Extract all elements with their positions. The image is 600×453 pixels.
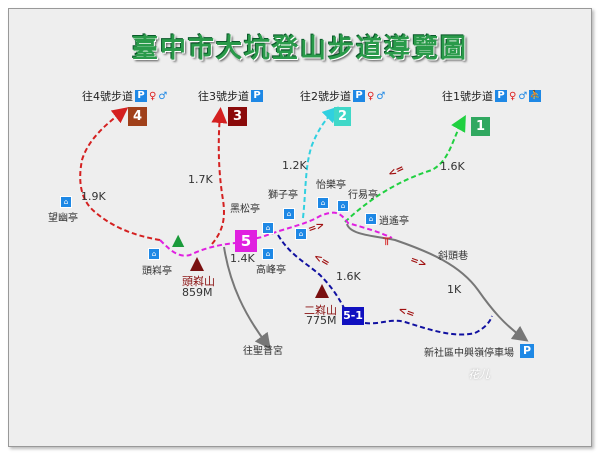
- distance-trail-4: 1.9K: [81, 190, 106, 203]
- distance-trail-2: 1.2K: [282, 159, 307, 172]
- place-parking: 新社區中興嶺停車場: [424, 348, 514, 359]
- peak-name: 二嵙山: [304, 304, 337, 317]
- distance-trail-5-1: 1.6K: [336, 270, 361, 283]
- pavilion-gaofeng: 高峰亭: [256, 265, 286, 276]
- parking-icon: P: [353, 90, 365, 102]
- destination-label: 往4號步道: [82, 90, 133, 103]
- trail-3-badge: 3: [228, 107, 247, 126]
- trail-2-line: [302, 106, 339, 219]
- trail-5-line: [159, 211, 393, 257]
- map-frame: [8, 8, 592, 447]
- pavilion-xiaoyao: 逍遙亭: [379, 216, 409, 227]
- restroom-male-icon: ♂: [518, 90, 528, 102]
- trail-5-1-line: [277, 234, 493, 336]
- trail-4-line: [79, 107, 161, 241]
- peak-elevation: 775M: [306, 314, 337, 327]
- place-lane: 斜頭巷: [438, 251, 468, 262]
- distance-lane: 1K: [447, 283, 462, 296]
- trail-4-badge: 4: [128, 107, 147, 126]
- distance-trail-5: 1.4K: [230, 252, 255, 265]
- trail-5-badge: 5: [235, 230, 257, 252]
- exercise-icon: ⛹: [529, 90, 542, 102]
- tree-icon: ▲: [172, 230, 185, 249]
- pavilion-icon: ⌂: [60, 196, 72, 208]
- place-shengpu: 往聖普宮: [243, 346, 283, 357]
- pavilion-heisong: 黑松亭: [230, 204, 260, 215]
- lane-route-line: [346, 223, 529, 342]
- pavilion-icon: ⌂: [295, 228, 307, 240]
- distance-trail-3: 1.7K: [188, 173, 213, 186]
- watermark: 花儿: [468, 368, 490, 381]
- restroom-male-icon: ♂: [158, 90, 168, 102]
- peak-name: 頭嵙山: [182, 275, 215, 288]
- restroom-male-icon: ♂: [376, 90, 386, 102]
- trail-5-1-badge: 5-1: [342, 307, 364, 325]
- peak-icon: [315, 284, 329, 298]
- pavilion-icon: ⌂: [337, 200, 349, 212]
- peak-elevation: 859M: [182, 286, 213, 299]
- restroom-icon: ♀: [509, 90, 517, 102]
- gate-icon: ╥: [383, 231, 391, 245]
- parking-icon: P: [520, 344, 534, 358]
- parking-icon: P: [135, 90, 147, 102]
- destination-label: 往3號步道: [198, 90, 249, 103]
- shengpu-route-line: [223, 246, 271, 350]
- parking-icon: P: [251, 90, 263, 102]
- pavilion-shizi: 獅子亭: [268, 190, 298, 201]
- trail-3-line: [211, 107, 228, 245]
- pavilion-icon: ⌂: [262, 248, 274, 260]
- pavilion-icon: ⌂: [262, 222, 274, 234]
- pavilion-icon: ⌂: [283, 208, 295, 220]
- destination-label: 往2號步道: [300, 90, 351, 103]
- pavilion-wangyou: 望幽亭: [48, 213, 78, 224]
- restroom-icon: ♀: [367, 90, 375, 102]
- trail-1-badge: 1: [471, 117, 490, 136]
- pavilion-icon: ⌂: [317, 197, 329, 209]
- destination-label: 往1號步道: [442, 90, 493, 103]
- pavilion-icon: ⌂: [148, 248, 160, 260]
- trail-1-line: [344, 115, 466, 223]
- trail-2-badge: 2: [334, 107, 351, 126]
- distance-trail-1: 1.6K: [440, 160, 465, 173]
- restroom-icon: ♀: [149, 90, 157, 102]
- parking-icon: P: [495, 90, 507, 102]
- pavilion-icon: ⌂: [365, 213, 377, 225]
- map-title: 臺中市大坑登山步道導覽圖: [131, 34, 468, 64]
- pavilion-xingyi: 行易亭: [348, 190, 378, 201]
- pavilion-toulao: 頭嵙亭: [142, 266, 172, 277]
- peak-icon: [190, 257, 204, 271]
- pavilion-yile: 怡樂亭: [316, 180, 346, 191]
